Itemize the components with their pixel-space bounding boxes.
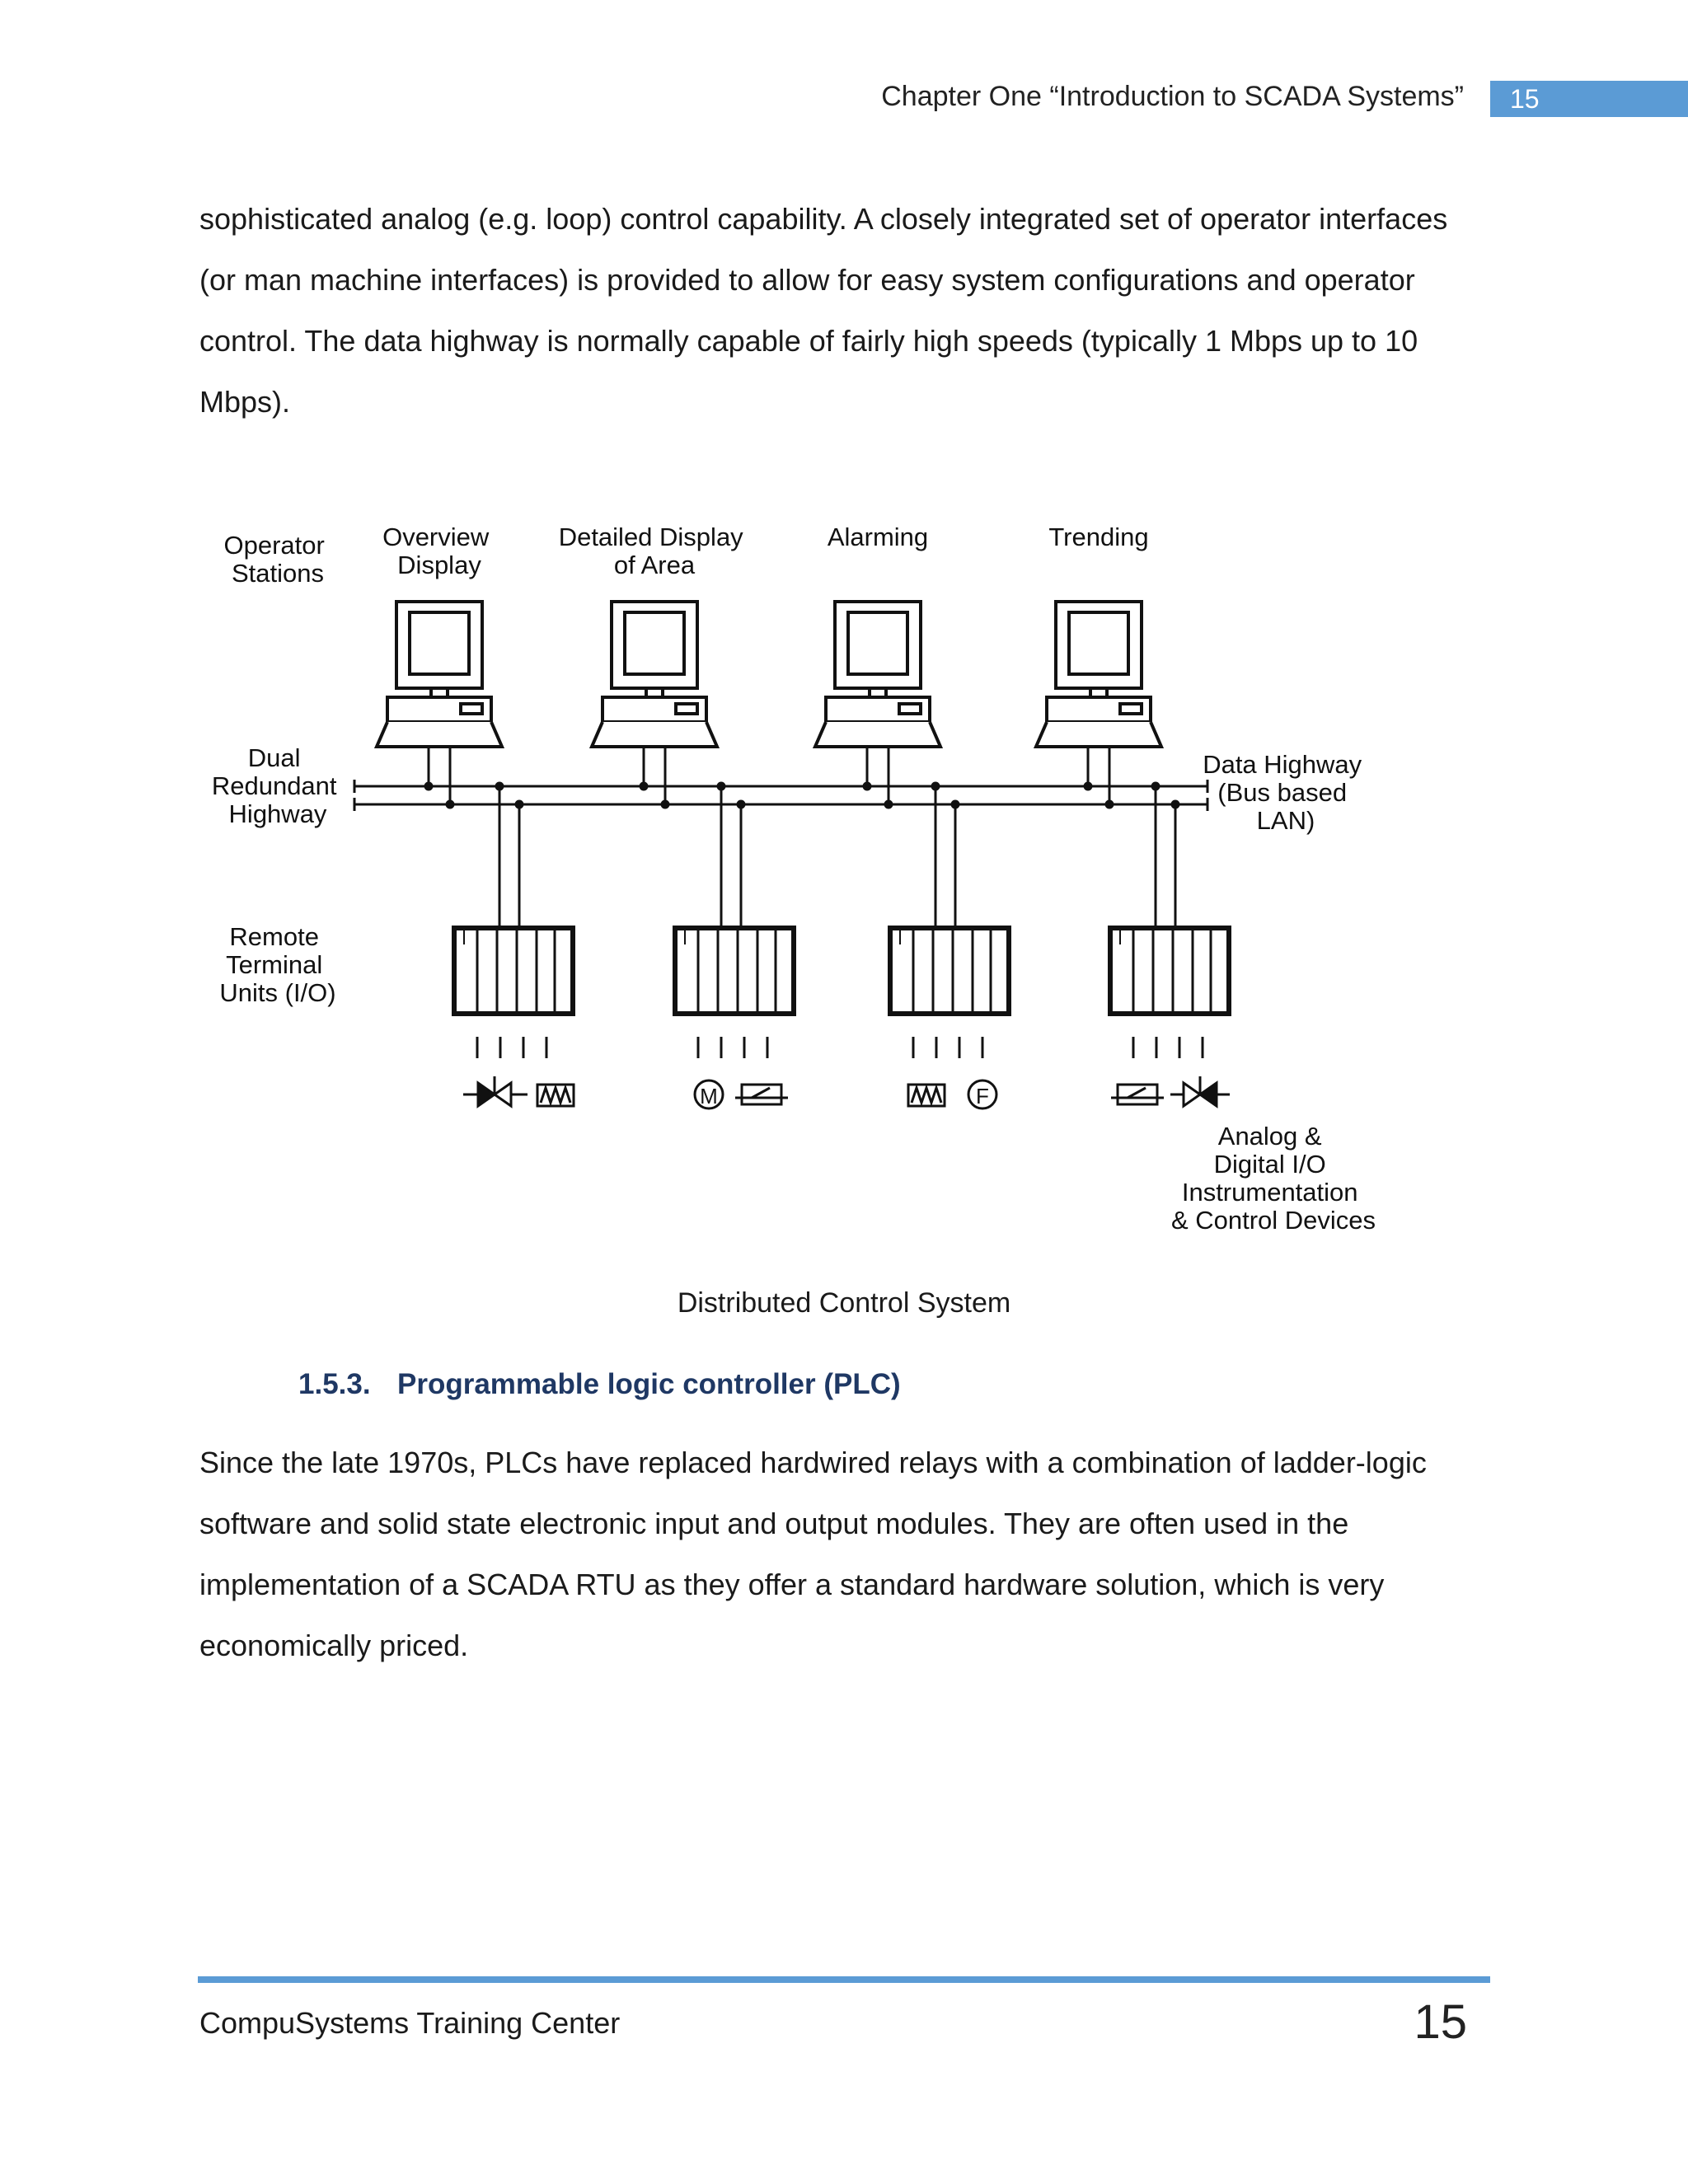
valve-icon xyxy=(1170,1076,1230,1108)
rtu-icon xyxy=(675,928,794,1014)
footer-rule xyxy=(198,1976,1490,1983)
motor-icon: M xyxy=(693,1079,724,1110)
body-paragraph-1: sophisticated analog (e.g. loop) control… xyxy=(199,202,1448,419)
computer-icon xyxy=(814,600,942,748)
running-header-title: Chapter One “Introduction to SCADA Syste… xyxy=(881,81,1464,112)
heater-icon xyxy=(536,1083,575,1108)
station-label-alarming: Alarming xyxy=(828,523,928,551)
footer-organization: CompuSystems Training Center xyxy=(199,2006,621,2040)
section-title: Programmable logic controller (PLC) xyxy=(397,1368,901,1400)
svg-text:F: F xyxy=(976,1084,989,1108)
rtu-label: Remote Terminal Units (I/O) xyxy=(219,922,335,1007)
station-label-trending: Trending xyxy=(1048,523,1148,551)
dual-redundant-highway xyxy=(353,780,1209,811)
section-heading: 1.5.3. Programmable logic controller (PLC… xyxy=(298,1368,901,1401)
station-label-detailed: Detailed Display of Area xyxy=(559,523,751,579)
rtu-icon xyxy=(890,928,1009,1014)
dual-highway-label: Dual Redundant Highway xyxy=(212,743,344,828)
rtu-icon xyxy=(454,928,573,1014)
valve-icon xyxy=(463,1076,528,1108)
operator-stations-label: Operator Stations xyxy=(224,531,332,588)
rtu-icon xyxy=(1110,928,1229,1014)
switch-icon xyxy=(735,1083,788,1106)
svg-text:M: M xyxy=(700,1084,718,1108)
footer-page-number: 15 xyxy=(1414,1995,1467,2049)
computer-icon xyxy=(1034,600,1163,748)
heater-icon xyxy=(907,1083,946,1108)
switch-icon xyxy=(1111,1083,1164,1106)
flow-meter-icon: F xyxy=(967,1079,998,1110)
station-label-overview: Overview Display xyxy=(382,523,496,579)
body-paragraph-2: Since the late 1970s, PLCs have replaced… xyxy=(199,1446,1427,1662)
io-devices-label: Analog & Digital I/O Instrumentation & C… xyxy=(1171,1122,1376,1235)
computer-icon xyxy=(590,600,719,748)
computer-icon xyxy=(375,600,504,748)
header-page-number: 15 xyxy=(1490,81,1688,117)
section-number: 1.5.3. xyxy=(298,1368,371,1400)
figure-caption: Distributed Control System xyxy=(677,1287,1011,1319)
data-highway-label: Data Highway (Bus based LAN) xyxy=(1203,750,1369,835)
